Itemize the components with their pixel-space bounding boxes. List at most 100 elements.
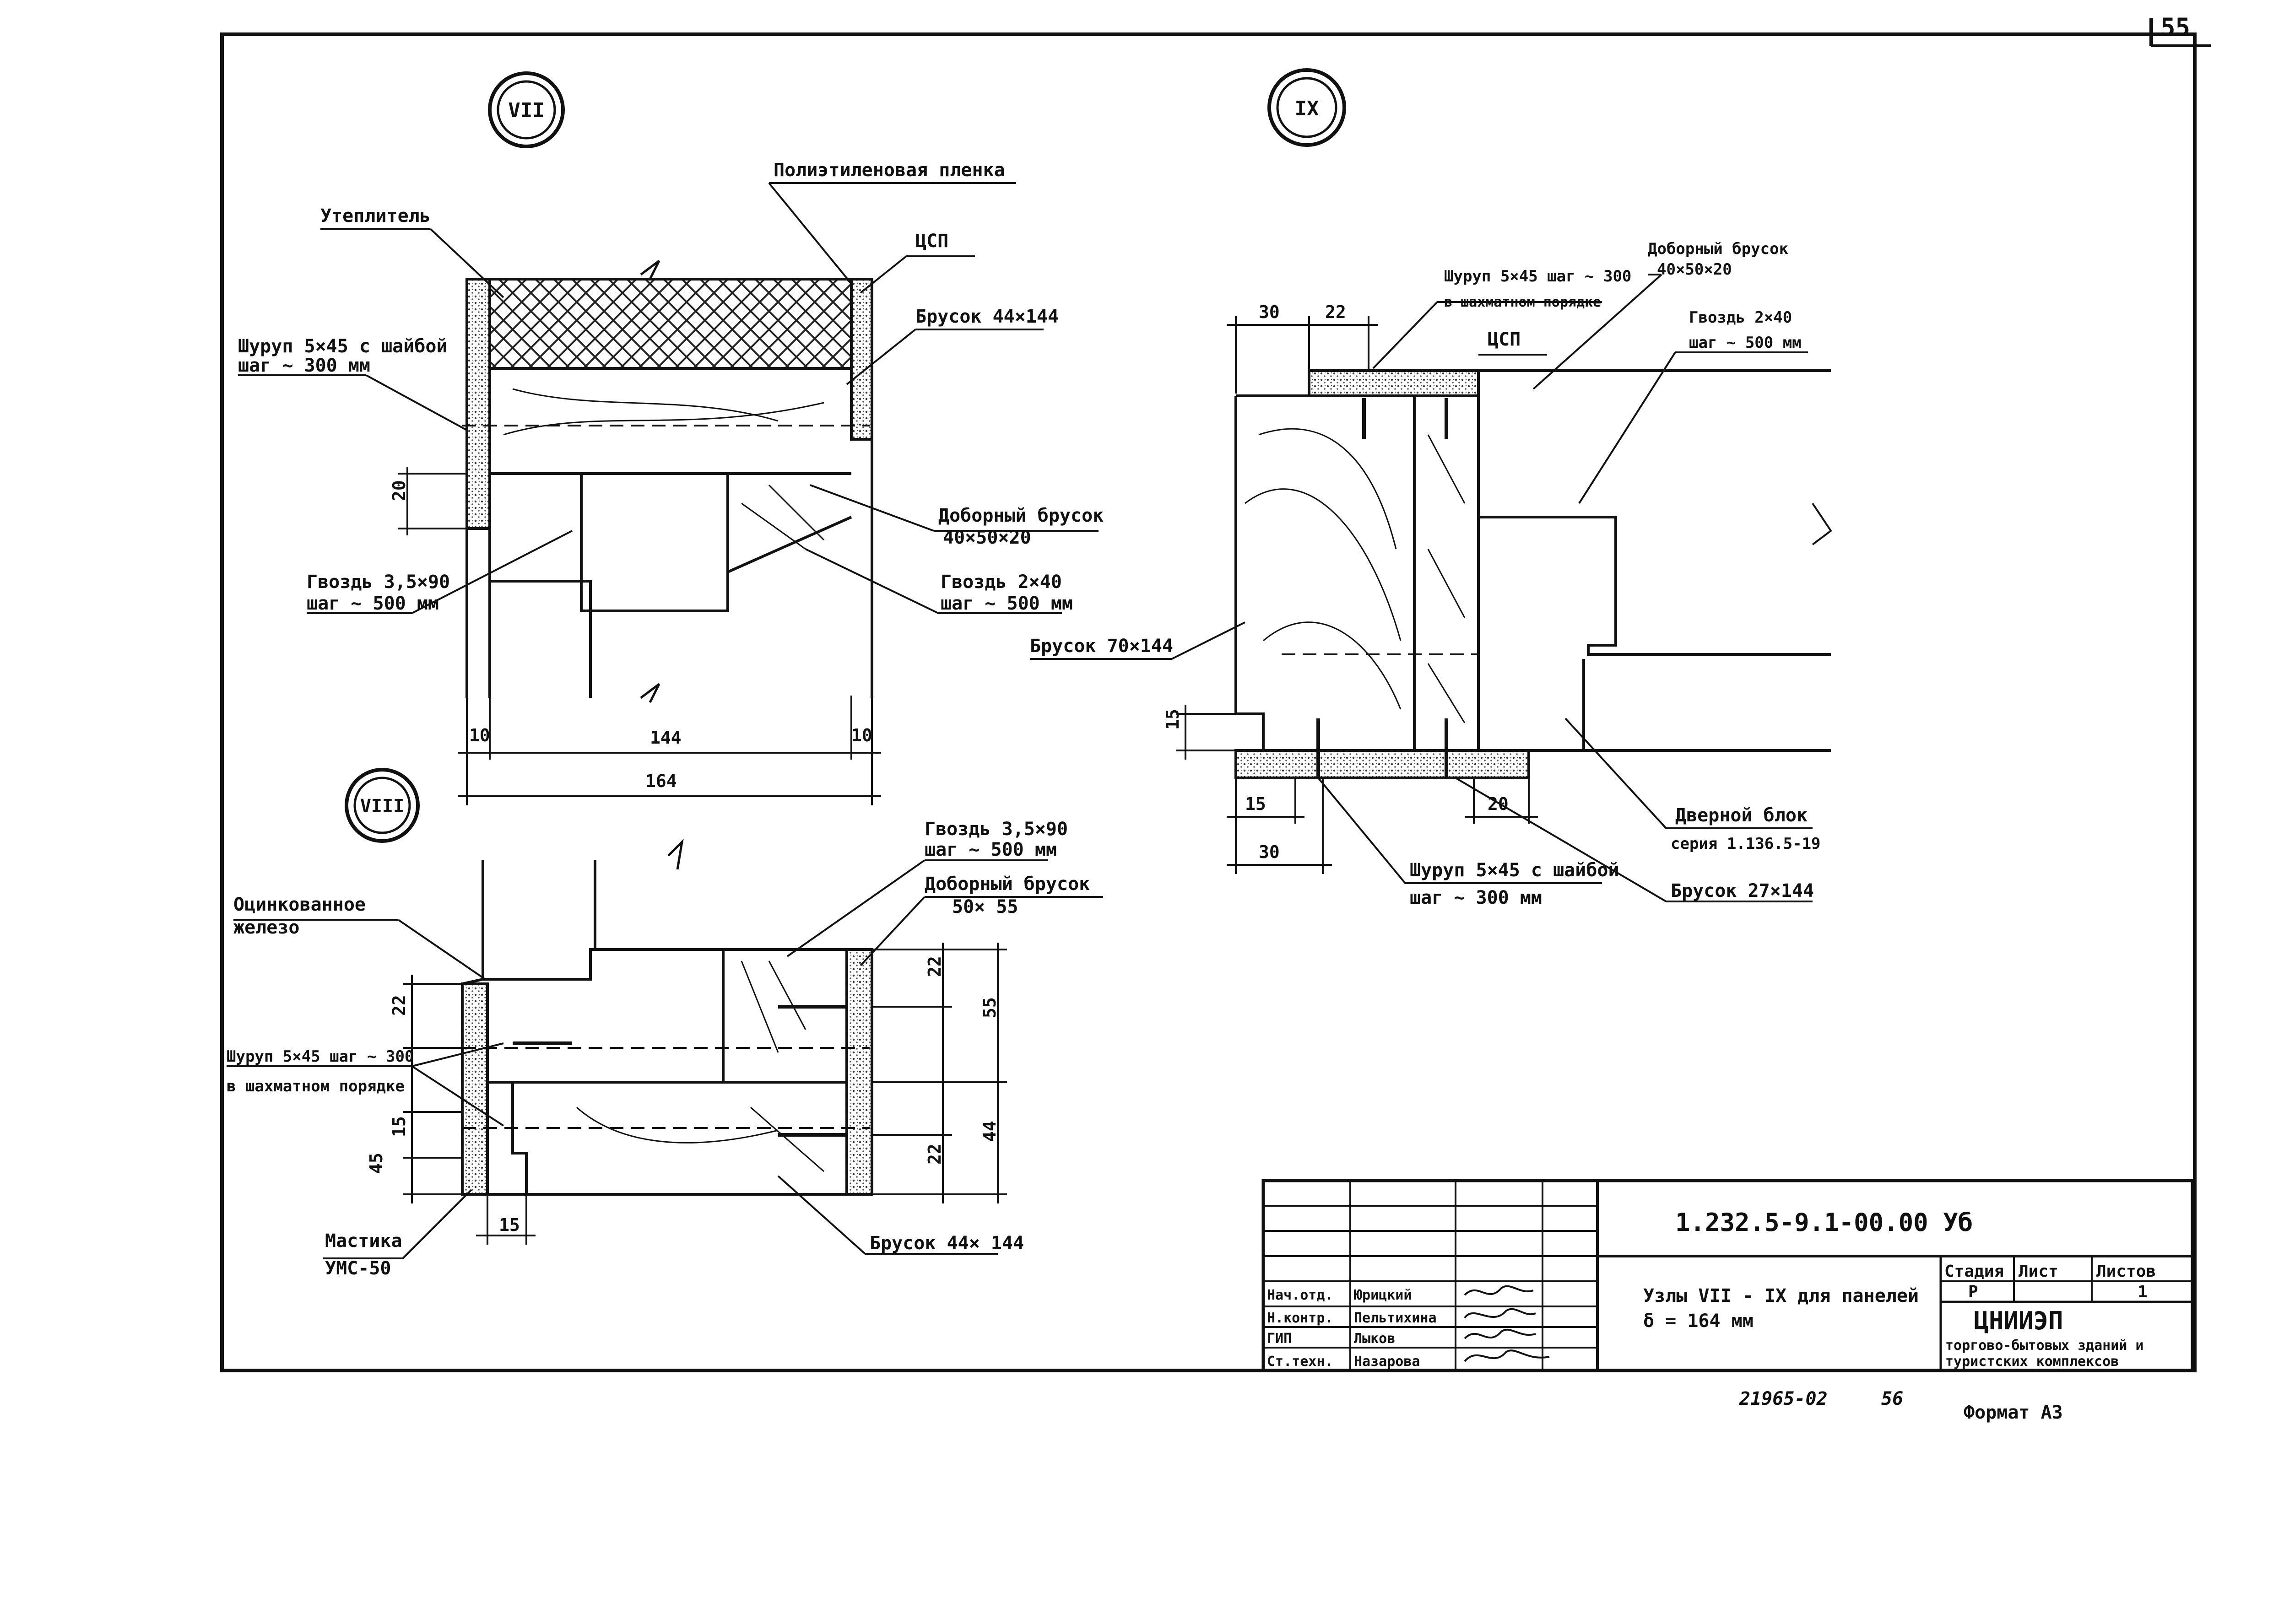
inventory-suffix: 56 xyxy=(1881,1388,1903,1409)
label-extra-bar-2: 40×50×20 xyxy=(943,527,1031,548)
label-film: Полиэтиленовая пленка xyxy=(774,160,1005,181)
label-nail-2: шаг ~ 500 мм xyxy=(925,839,1057,860)
label-nail-1: Гвоздь 3,5×90 xyxy=(925,819,1068,840)
label-csp: ЦСП xyxy=(1488,329,1521,350)
node-vii: VII xyxy=(238,71,1104,805)
sheet-header: Лист xyxy=(2019,1262,2058,1281)
sheets-header: Листов xyxy=(2096,1262,2156,1281)
panel-section xyxy=(1234,369,1832,779)
dim-15b: 15 xyxy=(1245,794,1266,814)
node-ix: IX xyxy=(1030,68,1832,908)
role-1: Н.контр. xyxy=(1267,1310,1333,1326)
dimensions-vii xyxy=(398,467,881,805)
name-0: Юрицкий xyxy=(1354,1287,1412,1303)
label-galv-2: железо xyxy=(233,917,300,938)
role-0: Нач.отд. xyxy=(1267,1287,1333,1303)
node-marker-label: IX xyxy=(1295,97,1319,120)
label-bar-70: Брусок 70×144 xyxy=(1030,636,1173,657)
dim-22: 22 xyxy=(1325,302,1346,322)
node-marker-viii: VIII xyxy=(345,768,420,843)
signature-marks xyxy=(1464,1285,1550,1362)
label-door-1: Дверной блок xyxy=(1675,805,1808,826)
labels-viii xyxy=(227,859,1103,1259)
label-nail-1: Гвоздь 2×40 xyxy=(1689,308,1792,327)
sheets-value: 1 xyxy=(2138,1283,2148,1301)
label-screw-1: Шуруп 5×45 с шайбой xyxy=(238,336,448,357)
label-bar-27: Брусок 27×144 xyxy=(1671,880,1814,901)
dim-164: 164 xyxy=(645,771,677,791)
label-nail1-2: шаг ~ 500 мм xyxy=(307,593,439,614)
role-3: Ст.техн. xyxy=(1267,1354,1333,1370)
dim-10b: 10 xyxy=(851,725,872,745)
dim-55: 55 xyxy=(980,997,1000,1018)
sheet-frame: 55 xyxy=(220,13,2211,1372)
dim-44: 44 xyxy=(980,1121,1000,1142)
label-extra-bar-1: Доборный брусок xyxy=(938,505,1104,526)
dim-15a: 15 xyxy=(1163,709,1183,730)
dim-45: 45 xyxy=(366,1153,386,1174)
role-2: ГИП xyxy=(1267,1331,1292,1347)
node-marker-vii: VII xyxy=(488,71,565,148)
stage-header: Стадия xyxy=(1944,1262,2004,1281)
dim-22b: 22 xyxy=(925,956,945,977)
document-code: 1.232.5-9.1-00.00 Уб xyxy=(1675,1208,1973,1237)
label-screw-2: в шахматном порядке xyxy=(1444,294,1601,310)
label-screw-w-2: шаг ~ 300 мм xyxy=(1410,887,1542,908)
inventory-number: 21965-02 xyxy=(1739,1388,1828,1409)
labels-ix xyxy=(1030,274,1813,902)
label-door-2: серия 1.136.5-19 xyxy=(1671,835,1821,853)
label-mastic-1: Мастика xyxy=(325,1230,402,1252)
label-nail2-2: шаг ~ 500 мм xyxy=(941,593,1073,614)
dim-15a: 15 xyxy=(389,1116,409,1137)
dim-22a: 22 xyxy=(389,995,409,1016)
label-screw-1: Шуруп 5×45 шаг ~ 300 xyxy=(1444,267,1631,286)
dimensions-viii xyxy=(403,943,1007,1245)
dim-30a: 30 xyxy=(1259,302,1280,322)
label-extra-bar-1: Доборный брусок xyxy=(925,874,1090,895)
label-nail1-1: Гвоздь 3,5×90 xyxy=(307,572,450,593)
dim-15b: 15 xyxy=(499,1215,520,1235)
org-line-3: туристских комплексов xyxy=(1945,1354,2119,1370)
label-screw-2: в шахматном порядке xyxy=(227,1077,405,1095)
name-3: Назарова xyxy=(1354,1354,1420,1370)
dim-22c: 22 xyxy=(925,1144,945,1165)
panel-section xyxy=(461,838,873,1196)
stage-value: Р xyxy=(1968,1283,1978,1301)
node-marker-label: VII xyxy=(508,99,544,122)
name-1: Пельтихина xyxy=(1354,1310,1437,1326)
label-extra-bar-2: 40×50×20 xyxy=(1657,260,1732,279)
node-marker-label: VIII xyxy=(360,796,404,817)
label-mastic-2: УМС-50 xyxy=(325,1258,391,1279)
organization: ЦНИИЭП xyxy=(1974,1306,2063,1335)
label-nail-2: шаг ~ 500 мм xyxy=(1689,334,1802,352)
label-bar: Брусок 44×144 xyxy=(915,306,1059,327)
dim-144: 144 xyxy=(650,728,682,748)
label-nail2-1: Гвоздь 2×40 xyxy=(941,572,1062,593)
name-2: Лыков xyxy=(1354,1331,1395,1347)
node-marker-ix: IX xyxy=(1267,68,1346,147)
labels-vii xyxy=(238,182,1099,614)
label-extra-bar-1: Доборный брусок xyxy=(1648,240,1788,258)
signature-rows: Нач.отд. Юрицкий Н.контр. Пельтихина ГИП… xyxy=(1267,1285,1550,1370)
label-csp: ЦСП xyxy=(915,231,948,252)
dim-30b: 30 xyxy=(1259,842,1280,862)
label-extra-bar-2: 50× 55 xyxy=(952,896,1018,917)
org-line-2: торгово-бытовых зданий и xyxy=(1945,1338,2143,1354)
format-label: Формат А3 xyxy=(1964,1402,2063,1423)
dim-10a: 10 xyxy=(469,725,490,745)
label-insulation: Утеплитель xyxy=(320,205,431,227)
dim-20: 20 xyxy=(1488,794,1509,814)
title-line-2: δ = 164 мм xyxy=(1643,1311,1754,1332)
dim-20: 20 xyxy=(389,480,409,501)
label-galv-1: Оцинкованное xyxy=(233,894,366,915)
dimensions-ix xyxy=(1176,316,1538,874)
label-screw-w-1: Шуруп 5×45 с шайбой xyxy=(1410,860,1619,881)
page-number: 55 xyxy=(2160,13,2190,42)
node-viii: VIII xyxy=(227,768,1103,1279)
title-line-1: Узлы VII - IX для панелей xyxy=(1643,1285,1919,1306)
title-block xyxy=(1261,1179,2194,1372)
label-screw-1: Шуруп 5×45 шаг ~ 300 xyxy=(227,1047,414,1066)
panel-section xyxy=(462,260,873,703)
label-bar: Брусок 44× 144 xyxy=(870,1233,1024,1254)
